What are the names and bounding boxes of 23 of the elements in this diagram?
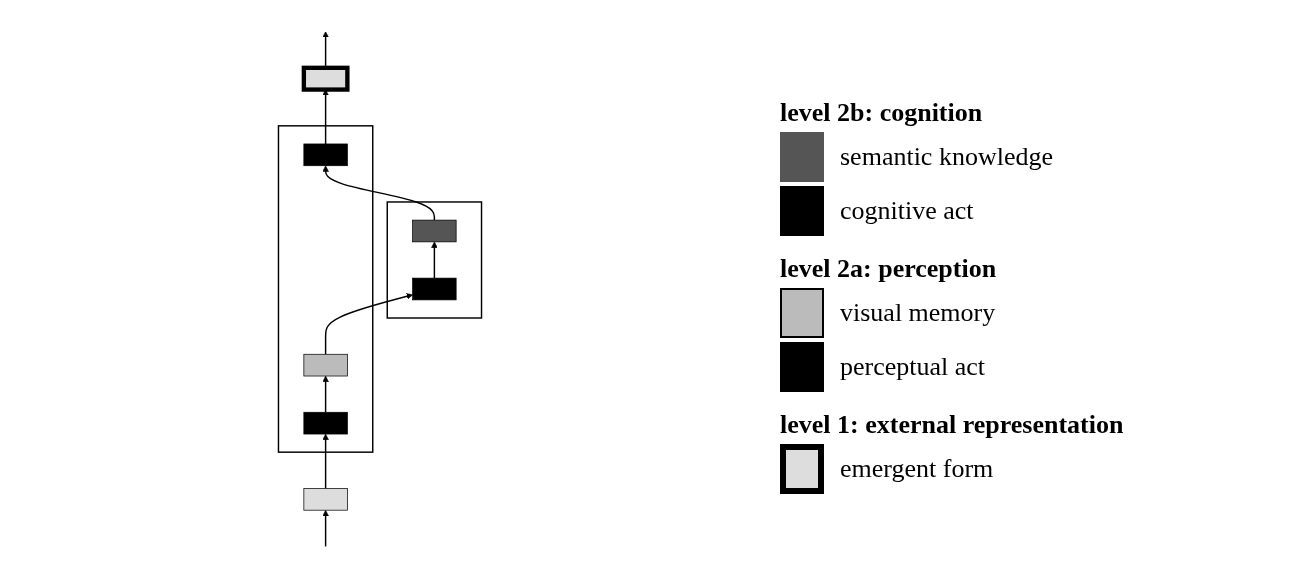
cluster [386, 200, 483, 319]
node-box [303, 411, 348, 434]
arrow [322, 433, 329, 489]
legend-text: cognitive act [840, 195, 974, 226]
node-box [412, 219, 457, 242]
arrow [322, 509, 329, 547]
legend-text: visual memory [840, 297, 996, 328]
node-box [303, 353, 348, 376]
arrow [324, 292, 413, 355]
node-box [303, 487, 348, 511]
cluster [277, 124, 374, 453]
legend-text: semantic knowledge [840, 141, 1053, 172]
legend-text: perceptual act [840, 351, 986, 382]
node-box [303, 143, 348, 166]
node-box [412, 277, 457, 300]
legend-heading: level 1: external representation [780, 409, 1125, 440]
arrow [322, 164, 436, 221]
arrow [322, 375, 329, 413]
legend-heading: level 2b: cognition [780, 97, 984, 128]
node-box [301, 65, 350, 92]
legend-text: emergent form [840, 453, 994, 484]
legend-heading: level 2a: perception [780, 253, 998, 284]
arrow [431, 241, 438, 279]
